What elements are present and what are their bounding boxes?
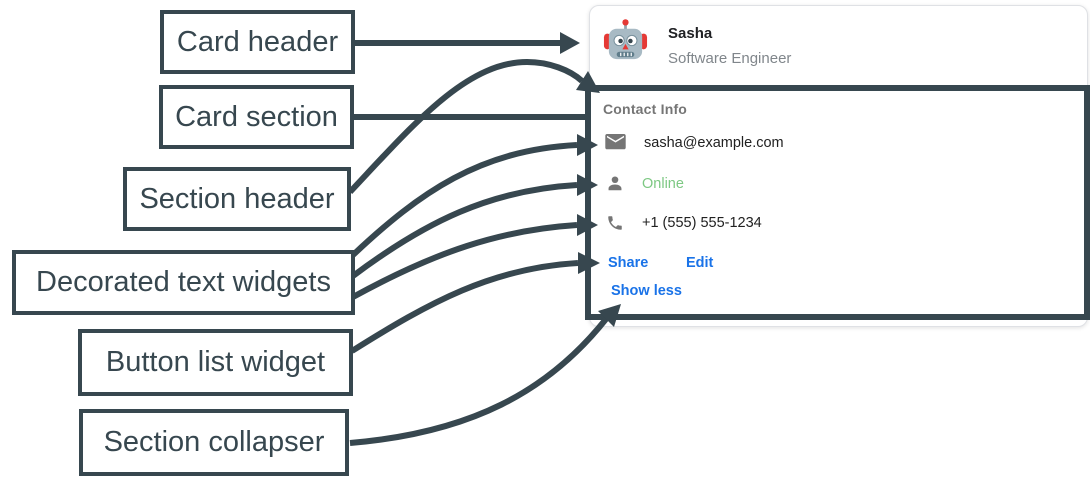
- card-header-name: Sasha: [668, 25, 713, 42]
- arrow-button-list: [350, 252, 600, 354]
- phone-text: +1 (555) 555-1234: [642, 215, 762, 231]
- contact-card: [589, 5, 1088, 327]
- label-button-list-widget: Button list widget: [78, 329, 353, 396]
- robot-avatar-icon: [603, 19, 648, 60]
- person-icon: [608, 176, 622, 191]
- label-card-section: Card section: [159, 85, 354, 149]
- label-decorated-text-widgets-text: Decorated text widgets: [36, 266, 331, 298]
- section-header-title: Contact Info: [603, 101, 688, 117]
- label-section-collapser-text: Section collapser: [103, 426, 325, 458]
- email-text: sasha@example.com: [644, 134, 784, 151]
- label-card-header: Card header: [160, 10, 355, 74]
- label-card-header-text: Card header: [176, 25, 339, 58]
- label-section-collapser: Section collapser: [79, 409, 349, 476]
- label-button-list-widget-text: Button list widget: [105, 346, 326, 378]
- arrow-section-header: [347, 58, 600, 195]
- arrow-card-header: [355, 32, 580, 54]
- show-less-button[interactable]: Show less: [611, 283, 682, 299]
- label-section-header: Section header: [123, 167, 351, 231]
- arrow-decorated-text-3: [351, 214, 598, 300]
- status-text: Online: [642, 175, 684, 192]
- label-section-header-text: Section header: [139, 182, 335, 215]
- decorated-text-row-phone: +1 (555) 555-1234: [606, 214, 762, 232]
- share-button[interactable]: Share: [608, 255, 649, 271]
- edit-button[interactable]: Edit: [686, 255, 714, 271]
- arrow-decorated-text-2: [351, 174, 598, 279]
- email-icon: [605, 134, 626, 150]
- label-decorated-text-widgets: Decorated text widgets: [12, 250, 355, 315]
- card-header-subtitle: Software Engineer: [668, 50, 792, 67]
- decorated-text-row-email: sasha@example.com: [605, 134, 784, 151]
- phone-icon: [608, 216, 622, 230]
- arrow-decorated-text-1: [350, 134, 598, 258]
- arrow-section-collapser: [349, 304, 621, 446]
- decorated-text-row-status: Online: [606, 174, 684, 193]
- label-card-section-text: Card section: [175, 100, 338, 133]
